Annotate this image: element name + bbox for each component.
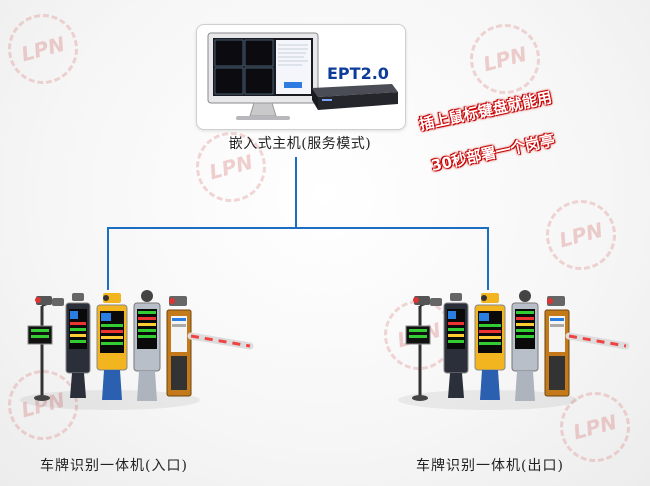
connector-lines <box>107 157 489 290</box>
host-caption: 嵌入式主机(服务模式) <box>228 136 372 152</box>
exit-equipment <box>398 290 630 410</box>
device-model-label: EPT2.0 <box>327 64 389 83</box>
entrance-caption: 车牌识别一体机(入口) <box>40 458 188 474</box>
entrance-equipment <box>20 290 254 410</box>
embedded-host-box <box>312 84 398 110</box>
monitor-icon <box>207 32 319 120</box>
exit-caption: 车牌识别一体机(出口) <box>416 458 564 474</box>
